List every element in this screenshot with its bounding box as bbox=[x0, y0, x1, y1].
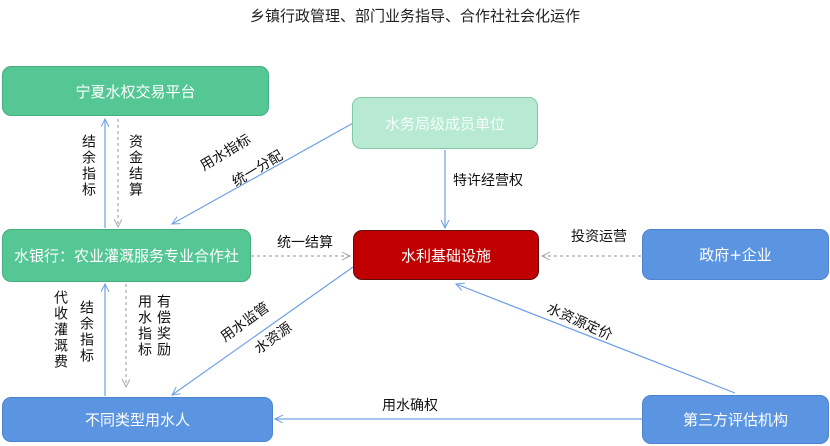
arrow-bureau-to-bank bbox=[172, 121, 356, 224]
node-label: 水利基础设施 bbox=[400, 246, 491, 265]
label-water-rights-confirmation: 用水确权 bbox=[382, 398, 438, 414]
arrow-thirdparty-to-infrastructure bbox=[456, 284, 736, 394]
node-label: 水银行：农业灌溉服务专业合作社 bbox=[13, 247, 239, 265]
label-surplus-quota-bottom: 结余指标 bbox=[78, 300, 94, 364]
node-label: 宁夏水权交易平台 bbox=[75, 82, 196, 101]
node-third-party-evaluator[interactable]: 第三方评估机构 bbox=[642, 395, 829, 444]
node-label: 政府+企业 bbox=[699, 246, 772, 264]
node-ningxia-water-rights-platform[interactable]: 宁夏水权交易平台 bbox=[2, 66, 269, 116]
label-franchise-right: 特许经营权 bbox=[453, 173, 523, 189]
node-label: 第三方评估机构 bbox=[682, 411, 788, 429]
label-unified-settlement: 统一结算 bbox=[277, 235, 333, 251]
label-investment-operation: 投资运营 bbox=[571, 229, 627, 245]
label-surplus-quota-top: 结余指标 bbox=[80, 134, 96, 198]
node-label: 不同类型用水人 bbox=[84, 411, 190, 429]
arrow-infrastructure-to-users bbox=[172, 266, 354, 395]
node-government-enterprise[interactable]: 政府+企业 bbox=[642, 229, 829, 280]
node-water-bureau-members[interactable]: 水务局级成员单位 bbox=[352, 97, 538, 149]
node-label: 水务局级成员单位 bbox=[384, 114, 505, 133]
node-water-users[interactable]: 不同类型用水人 bbox=[2, 397, 273, 442]
label-collect-irrigation-fee: 代收灌溉费 bbox=[52, 290, 68, 370]
label-fund-settlement: 资金结算 bbox=[127, 134, 143, 198]
label-water-quota: 用水指标 bbox=[136, 294, 152, 358]
node-water-bank-cooperative[interactable]: 水银行：农业灌溉服务专业合作社 bbox=[2, 229, 251, 282]
node-water-infrastructure[interactable]: 水利基础设施 bbox=[353, 230, 539, 280]
label-paid-reward: 有偿奖励 bbox=[155, 294, 171, 358]
diagram-title: 乡镇行政管理、部门业务指导、合作社社会化运作 bbox=[249, 7, 580, 25]
